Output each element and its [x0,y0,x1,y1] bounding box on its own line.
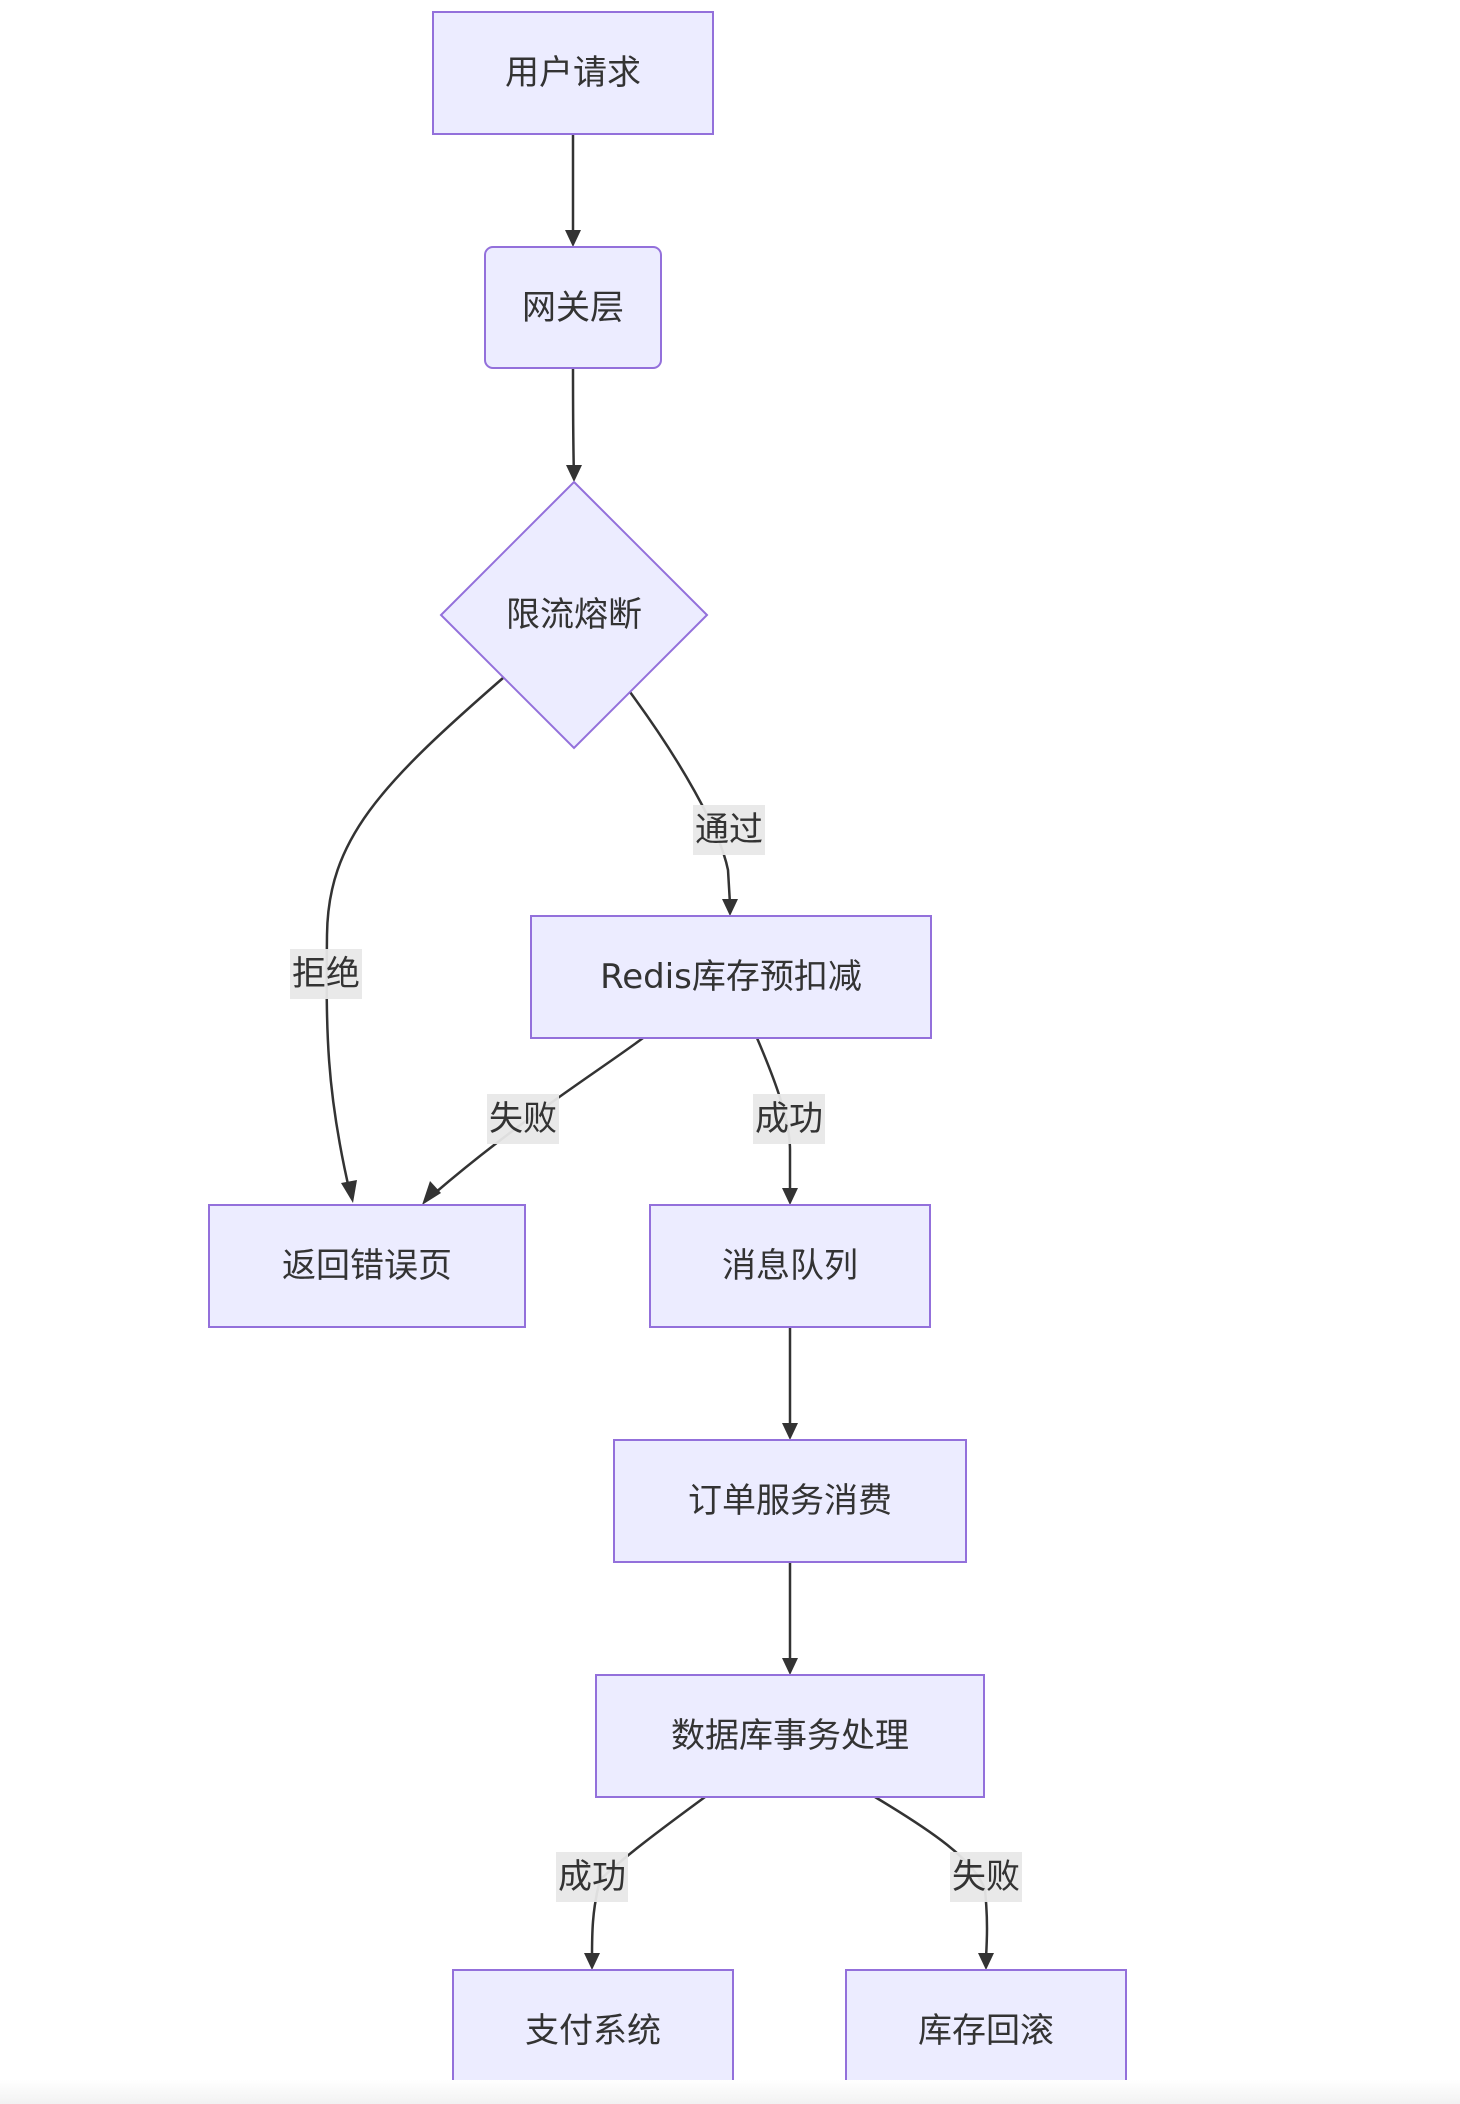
edge-label-pass: 通过 [693,805,765,855]
edge-rate-limit-to-error-page [325,677,504,1194]
arrowhead-rollback [978,1953,994,1970]
edge-label-reject-text: 拒绝 [292,954,360,994]
node-user-request: 用户请求 [432,11,714,135]
edge-label-pass-text: 通过 [695,810,763,850]
arrowheads [341,230,994,1970]
edge-gateway-to-rate-limit [571,367,576,479]
edge-label-redis-success: 成功 [753,1094,825,1144]
edge-label-redis-fail-text: 失败 [489,1099,557,1139]
edge-label-db-fail: 失败 [950,1852,1022,1902]
arrowhead-gateway [565,230,581,247]
arrowhead-db [782,1658,798,1675]
node-db-transaction-label: 数据库事务处理 [671,1716,909,1756]
node-order-consume-label: 订单服务消费 [688,1481,892,1521]
node-message-queue: 消息队列 [649,1204,931,1328]
node-payment-system: 支付系统 [452,1969,734,2093]
arrowhead-message-queue [782,1188,798,1205]
edge-label-reject: 拒绝 [290,949,362,999]
arrowhead-error-page-left [341,1180,357,1203]
node-message-queue-label: 消息队列 [722,1246,858,1286]
arrowhead-rate-limit [566,465,582,482]
node-gateway: 网关层 [484,246,662,369]
edge-label-db-success-text: 成功 [558,1857,626,1897]
node-order-consume: 订单服务消费 [613,1439,967,1563]
arrowhead-redis [722,899,738,916]
edge-label-redis-fail: 失败 [487,1094,559,1144]
arrowhead-error-page-right [422,1181,441,1205]
node-redis-deduct: Redis库存预扣减 [530,915,932,1039]
node-gateway-label: 网关层 [522,288,624,328]
node-rate-limit: 限流熔断 [439,480,709,750]
arrowhead-payment [584,1953,600,1970]
node-error-page-label: 返回错误页 [282,1246,452,1286]
node-user-request-label: 用户请求 [505,53,641,93]
edge-label-redis-success-text: 成功 [755,1099,823,1139]
node-error-page: 返回错误页 [208,1204,526,1328]
edge-rate-limit-to-redis [628,691,732,905]
node-redis-deduct-label: Redis库存预扣减 [600,957,862,997]
node-payment-system-label: 支付系统 [525,2011,661,2051]
bottom-fade-bar [0,2080,1460,2104]
edge-label-db-success: 成功 [556,1852,628,1902]
node-stock-rollback: 库存回滚 [845,1969,1127,2093]
node-rate-limit-label: 限流熔断 [506,595,642,635]
edge-label-db-fail-text: 失败 [952,1857,1020,1897]
node-db-transaction: 数据库事务处理 [595,1674,985,1798]
node-stock-rollback-label: 库存回滚 [918,2011,1054,2051]
arrowhead-order-consume [782,1423,798,1440]
